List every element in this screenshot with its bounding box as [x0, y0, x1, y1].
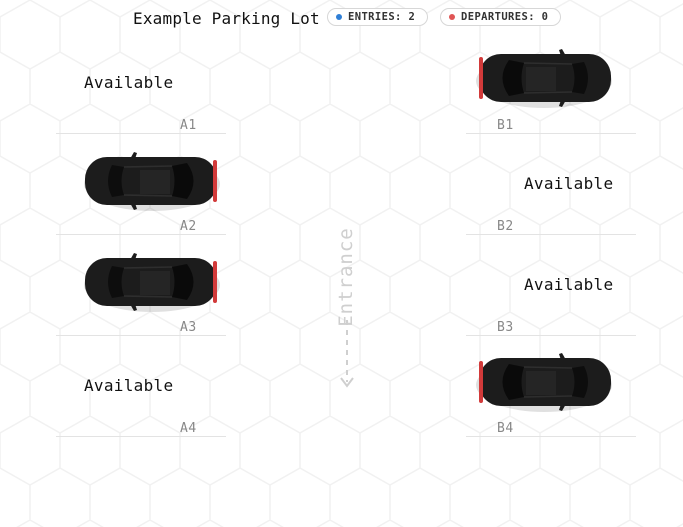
left-row-divider — [56, 335, 226, 336]
entrance-arrow-icon — [340, 320, 354, 388]
spot-a4-available-text: Available — [84, 376, 174, 395]
spot-a2-label: A2 — [180, 219, 197, 234]
entries-counter-badge: ENTRIES: 2 — [327, 8, 428, 26]
departures-counter-label: DEPARTURES: 0 — [461, 11, 549, 23]
spot-a1-available-text: Available — [84, 73, 174, 92]
right-row-divider — [466, 436, 636, 437]
entries-counter-label: ENTRIES: 2 — [348, 11, 416, 23]
car-icon — [84, 152, 220, 211]
spot-b4-label: B4 — [497, 421, 514, 436]
car-icon — [84, 253, 220, 312]
left-row-divider — [56, 133, 226, 134]
spot-b3-label: B3 — [497, 320, 514, 335]
left-row-divider — [56, 234, 226, 235]
car-spot-b4[interactable] — [474, 352, 614, 414]
spot-b2-label: B2 — [497, 219, 514, 234]
car-spot-a3[interactable] — [82, 252, 222, 314]
spot-b1-label: B1 — [497, 118, 514, 133]
entries-dot-icon — [336, 14, 342, 20]
car-spot-a2[interactable] — [82, 151, 222, 213]
spot-b3-available-text: Available — [524, 275, 614, 294]
header-bar: Example Parking Lot ENTRIES: 2 DEPARTURE… — [0, 8, 683, 30]
entrance-label: Entrance — [335, 227, 357, 327]
car-spot-b1[interactable] — [474, 48, 614, 110]
spot-a3-label: A3 — [180, 320, 197, 335]
right-row-divider — [466, 234, 636, 235]
entrance-marker: Entrance — [335, 200, 358, 390]
departures-counter-badge: DEPARTURES: 0 — [440, 8, 561, 26]
departures-dot-icon — [449, 14, 455, 20]
right-row-divider — [466, 335, 636, 336]
spot-b2-available-text: Available — [524, 174, 614, 193]
left-row-divider — [56, 436, 226, 437]
car-icon — [476, 353, 612, 412]
right-row-divider — [466, 133, 636, 134]
car-icon — [476, 49, 612, 108]
spot-a1-label: A1 — [180, 118, 197, 133]
spot-a4-label: A4 — [180, 421, 197, 436]
page-title: Example Parking Lot — [133, 9, 320, 28]
